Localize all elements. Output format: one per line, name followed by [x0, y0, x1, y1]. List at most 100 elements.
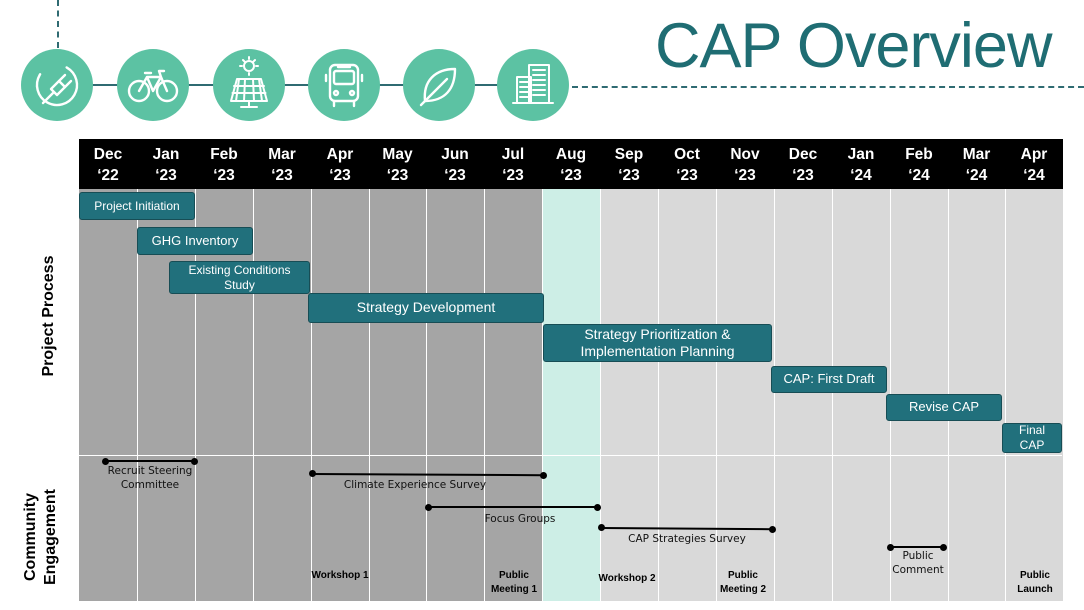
year-label: ‘23	[386, 167, 409, 184]
engagement-label-focus-groups: Focus Groups	[484, 513, 556, 525]
column-divider	[542, 189, 543, 601]
process-bar-cap-first-draft: CAP: First Draft	[771, 366, 887, 393]
month-label: Jan	[152, 146, 180, 163]
month-label: Aug	[555, 146, 587, 163]
engagement-label-steering-committee: Recruit Steering Committee	[107, 465, 193, 491]
engagement-label-climate-survey: Climate Experience Survey	[343, 479, 487, 491]
year-label: ‘23	[734, 167, 756, 184]
month-header: Jan‘23	[137, 139, 195, 189]
engagement-label-strategies-survey: CAP Strategies Survey	[628, 533, 746, 545]
dashed-connector-horizontal	[572, 86, 1084, 88]
process-bar-final-cap: Final CAP	[1002, 423, 1062, 453]
icon-link	[474, 84, 498, 86]
year-label: ‘24	[1023, 167, 1045, 184]
engagement-label-public-comment: Public Comment	[892, 550, 944, 576]
engagement-line-steering-committee	[105, 460, 194, 462]
month-header: Aug‘23	[542, 139, 600, 189]
timeline-column	[484, 189, 542, 601]
timeline-column	[600, 189, 658, 601]
year-label: ‘24	[850, 167, 872, 184]
month-label: Mar	[268, 146, 296, 163]
process-bar-ghg-inventory: GHG Inventory	[137, 227, 253, 255]
engagement-line-public-comment	[890, 546, 943, 548]
timeline-column	[137, 189, 195, 601]
month-label: Dec	[788, 146, 818, 163]
year-label: ‘23	[502, 167, 524, 184]
plug-icon	[21, 49, 93, 121]
column-divider	[137, 189, 138, 601]
section-label-line-2: Engagement	[42, 489, 59, 586]
column-divider	[311, 189, 312, 601]
milestone-public-meeting-2: Public Meeting 2	[719, 570, 767, 595]
month-header: Dec ‘22	[79, 139, 137, 189]
month-label: Dec	[93, 146, 123, 163]
page-title: CAP Overview	[655, 11, 1052, 81]
column-divider	[774, 189, 775, 601]
engagement-line-focus-groups	[428, 506, 597, 508]
year-label: ‘23	[618, 167, 640, 184]
bicycle-icon	[117, 49, 189, 121]
engagement-dot	[886, 543, 894, 551]
milestone-workshop-1: Workshop 1	[311, 570, 369, 581]
month-label: Oct	[674, 146, 700, 163]
timeline-column	[658, 189, 716, 601]
timeline-column	[716, 189, 774, 601]
engagement-dot	[308, 469, 316, 477]
process-bar-project-initiation: Project Initiation	[79, 192, 195, 220]
year-label: ‘23	[444, 167, 466, 184]
year-label: ‘23	[676, 167, 698, 184]
month-header: Apr ‘24	[1005, 139, 1063, 189]
engagement-dot	[597, 523, 605, 531]
month-header: Feb ‘24	[890, 139, 948, 189]
column-divider	[716, 189, 717, 601]
milestone-public-launch: Public Launch	[1017, 570, 1053, 595]
process-bar-strategy-prioritization: Strategy Prioritization & Implementation…	[543, 324, 772, 362]
year-label: ‘23	[792, 167, 814, 184]
year-label: ‘24	[908, 167, 930, 184]
timeline-column	[79, 189, 137, 601]
year-label: ‘23	[213, 167, 235, 184]
column-divider	[1005, 189, 1006, 601]
month-label: Mar	[962, 146, 991, 163]
process-bar-revise-cap: Revise CAP	[886, 394, 1002, 421]
engagement-dot	[939, 543, 947, 551]
engagement-dot	[593, 503, 601, 511]
month-header: Nov‘23	[716, 139, 774, 189]
timeline-column	[369, 189, 426, 601]
column-divider	[426, 189, 427, 601]
column-divider	[369, 189, 370, 601]
month-header: Jan ‘24	[832, 139, 890, 189]
dashed-connector-vertical	[57, 0, 59, 48]
month-header: Apr‘23	[311, 139, 369, 189]
month-header: Oct ‘23	[658, 139, 716, 189]
timeline-column	[832, 189, 890, 601]
timeline-column	[426, 189, 484, 601]
column-divider	[600, 189, 601, 601]
timeline-column	[311, 189, 369, 601]
process-bar-strategy-development: Strategy Development	[308, 293, 544, 323]
section-label-community-engagement: Community Engagement	[21, 472, 61, 602]
year-label: ‘24	[965, 167, 988, 184]
year-label: ‘22	[97, 167, 119, 184]
timeline-column	[774, 189, 832, 601]
timeline-column	[542, 189, 600, 601]
month-header: May‘23	[369, 139, 426, 189]
process-bar-existing-conditions-study: Existing Conditions Study	[169, 261, 310, 294]
month-header: Mar ‘24	[948, 139, 1005, 189]
column-divider	[253, 189, 254, 601]
icon-link	[378, 84, 404, 86]
year-label: ‘23	[271, 167, 293, 184]
month-header: Feb‘23	[195, 139, 253, 189]
year-label: ‘23	[329, 167, 351, 184]
column-divider	[195, 189, 196, 601]
milestone-public-meeting-1: Public Meeting 1	[490, 570, 538, 595]
timeline-column	[253, 189, 311, 601]
column-divider	[658, 189, 659, 601]
month-label: Jan	[847, 146, 875, 163]
solar-panel-icon	[213, 49, 285, 121]
milestone-workshop-2: Workshop 2	[598, 573, 656, 584]
month-label: Feb	[905, 146, 933, 163]
engagement-dot	[768, 525, 776, 533]
engagement-dot	[539, 471, 547, 479]
month-label: Apr	[1020, 146, 1048, 163]
